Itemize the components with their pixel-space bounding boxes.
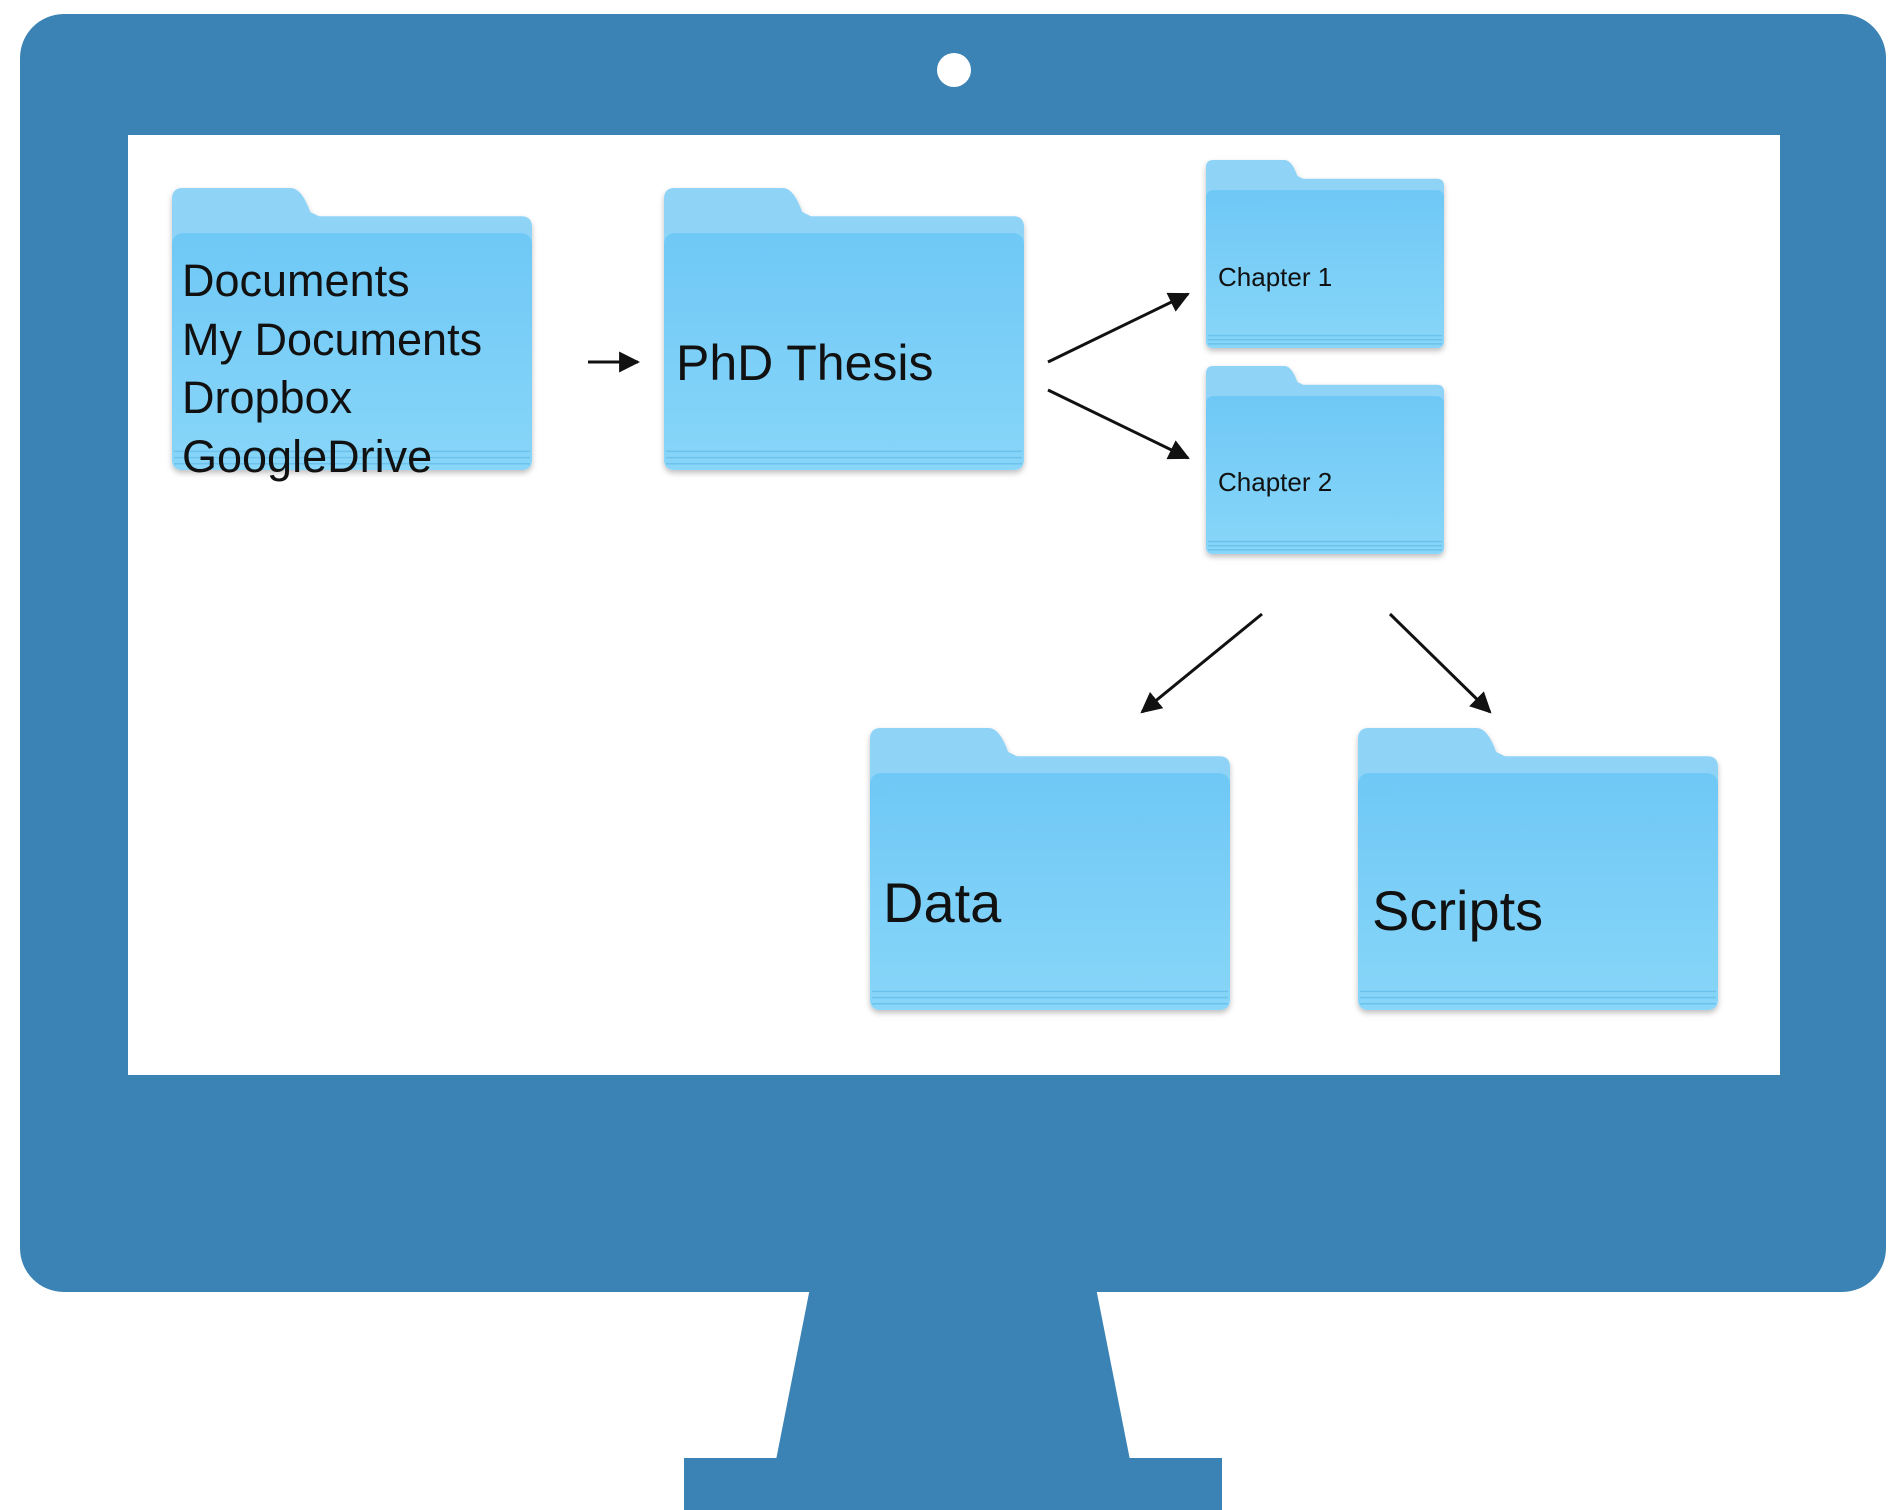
scripts-folder-icon[interactable]: [1358, 728, 1718, 1010]
chapter2-folder-label: Chapter 2: [1218, 467, 1333, 497]
data-folder-front: [870, 773, 1230, 1010]
chapter2-folder-front: [1206, 396, 1444, 554]
folder-line-my-documents: My Documents: [182, 313, 483, 365]
chapter2-folder-icon[interactable]: [1206, 366, 1444, 554]
chapter1-folder-front: [1206, 190, 1444, 348]
scripts-folder-front: [1358, 773, 1718, 1010]
data-folder-icon[interactable]: [870, 728, 1230, 1010]
arrow-thesis-to-chapter1: [1047, 292, 1190, 364]
folder-line-googledrive: GoogleDrive: [182, 430, 433, 482]
sources-folder-icon[interactable]: [172, 188, 532, 470]
folder-line-documents: Documents: [182, 255, 410, 306]
thesis-folder-icon[interactable]: [664, 188, 1024, 470]
sources-folder-front: [172, 233, 532, 470]
data-folder-label: Data: [883, 871, 1002, 934]
scripts-folder-label: Scripts: [1372, 879, 1544, 942]
sources-folder-label: Documents My Documents Dropbox GoogleDri…: [182, 252, 482, 486]
thesis-folder-label: PhD Thesis: [676, 335, 934, 391]
chapter1-folder-icon[interactable]: [1206, 160, 1444, 348]
arrow-chapter2-to-data: [1140, 612, 1263, 714]
arrows-group: [588, 292, 1492, 714]
folder-line-dropbox: Dropbox: [182, 372, 353, 423]
thesis-folder-front: [664, 233, 1024, 470]
monitor-neck: [776, 1288, 1130, 1460]
chapter1-folder-label: Chapter 1: [1218, 262, 1333, 292]
arrow-chapter2-to-scripts: [1388, 612, 1492, 714]
monitor-base: [684, 1458, 1222, 1510]
webcam-dot: [937, 53, 971, 87]
arrow-thesis-to-chapter2: [1047, 388, 1190, 460]
